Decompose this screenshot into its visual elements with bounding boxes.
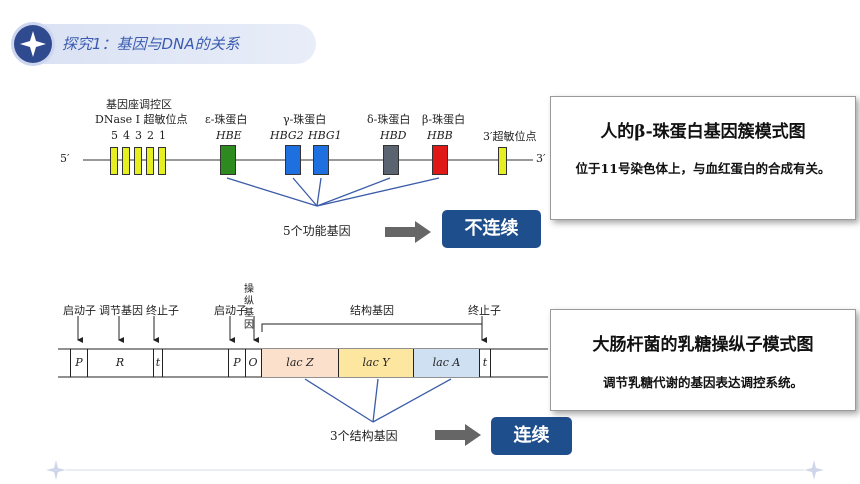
delta-globin-label: δ-珠蛋白 [367, 113, 411, 126]
section-header-pill [14, 24, 316, 64]
hs-site-3 [134, 147, 142, 175]
five-prime-end: 5′ [60, 152, 70, 165]
hbg2-symbol: HBG2 [270, 129, 304, 142]
terminator-label-1: 终止子 [146, 304, 179, 317]
segment-regulator: R [87, 349, 154, 377]
hs-site-3prime [498, 147, 507, 175]
segment-terminator-1: t [154, 349, 163, 377]
operon-info-title: 大肠杆菌的乳糖操纵子模式图 [592, 335, 814, 355]
arrow-right-icon [435, 424, 481, 446]
segment-promoter-1: P [70, 349, 88, 377]
continuous-tag: 连续 [491, 417, 572, 455]
segment-promoter-2: P [228, 349, 246, 377]
hbe-symbol: HBE [216, 129, 242, 142]
three-prime-hs-label: 3′超敏位点 [483, 130, 537, 143]
hs-site-4 [122, 147, 130, 175]
site-number-2: 2 [147, 129, 154, 142]
operon-diagram: 启动子 调节基因 终止子 启动子 操纵基因 结构基因 终止子 P R t P O… [58, 282, 548, 442]
footer-divider [46, 460, 824, 480]
three-prime-end: 3′ [536, 152, 546, 165]
hbg2-gene [285, 145, 301, 175]
globin-diagram: 基因座调控区 DNase Ⅰ 超敏位点 5 4 3 2 1 5′ 3′ ε-珠蛋… [55, 92, 555, 252]
hbg1-gene [313, 145, 329, 175]
segment-laca: lac A [414, 349, 480, 377]
segment-terminator-2: t [480, 349, 491, 377]
promoter-label-1: 启动子 [63, 304, 96, 317]
segment-operator: O [245, 349, 262, 377]
site-number-3: 3 [135, 129, 142, 142]
operon-info-desc: 调节乳糖代谢的基因表达调控系统。 [602, 375, 803, 390]
segment-lacz: lac Z [262, 349, 339, 377]
hs-site-2 [146, 147, 154, 175]
hbb-gene [432, 145, 448, 175]
globin-info-desc: 位于11号染色体上，与血红蛋白的合成有关。 [575, 161, 831, 176]
segment-lacy: lac Y [339, 349, 414, 377]
page-title: 探究1：基因与DNA的关系 [62, 35, 240, 53]
structural-genes-label: 结构基因 [350, 304, 394, 317]
sparkle-icon [20, 31, 46, 57]
dnase-label: DNase Ⅰ 超敏位点 [95, 113, 188, 126]
operon-dna-strip: P R t P O lac Z lac Y lac A t [58, 349, 548, 377]
hbe-gene [220, 145, 236, 175]
functional-gene-count: 5个功能基因 [283, 224, 351, 238]
arrow-right-icon [385, 221, 431, 243]
site-number-1: 1 [159, 129, 166, 142]
hbd-symbol: HBD [380, 129, 407, 142]
site-number-5: 5 [111, 129, 118, 142]
hs-site-1 [158, 147, 166, 175]
globin-info-card: 人的β-珠蛋白基因簇模式图 位于11号染色体上，与血红蛋白的合成有关。 [550, 96, 856, 220]
regulator-label: 调节基因 [99, 304, 143, 317]
hbb-symbol: HBB [427, 129, 453, 142]
hbg1-symbol: HBG1 [308, 129, 342, 142]
hs-site-5 [110, 147, 118, 175]
beta-globin-label: β-珠蛋白 [422, 113, 466, 126]
epsilon-globin-label: ε-珠蛋白 [205, 113, 248, 126]
operon-info-card: 大肠杆菌的乳糖操纵子模式图 调节乳糖代谢的基因表达调控系统。 [550, 309, 856, 411]
promoter-label-2: 启动子 [214, 304, 247, 317]
sparkle-icon [46, 460, 66, 480]
lcr-label: 基因座调控区 [106, 98, 172, 111]
operator-label: 操纵基因 [244, 284, 254, 331]
discontinuous-tag: 不连续 [442, 210, 541, 248]
site-number-4: 4 [123, 129, 130, 142]
sparkle-icon [804, 460, 824, 480]
header-badge [14, 25, 52, 63]
globin-info-title: 人的β-珠蛋白基因簇模式图 [600, 122, 806, 142]
gamma-globin-label: γ-珠蛋白 [283, 113, 327, 126]
hbd-gene [383, 145, 399, 175]
terminator-label-2: 终止子 [468, 304, 501, 317]
structural-gene-count: 3个结构基因 [330, 429, 398, 443]
